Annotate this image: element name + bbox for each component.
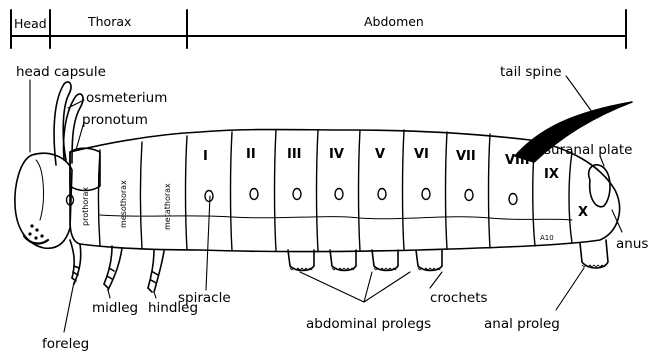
- anal-area-label: A10: [540, 234, 554, 242]
- osmeterium-label: osmeterium: [86, 90, 167, 106]
- metathorax-label: metathorax: [163, 183, 172, 230]
- crochets: [290, 265, 606, 270]
- prothorax-label: prothorax: [81, 187, 90, 226]
- osmeterium-shape: [54, 82, 71, 165]
- region-head-label: Head: [14, 16, 47, 31]
- spiracles: [67, 189, 518, 206]
- head-capsule-label: head capsule: [16, 64, 106, 80]
- region-thorax-label: Thorax: [87, 14, 131, 29]
- anal-proleg-label: anal proleg: [484, 316, 560, 332]
- hindleg-label: hindleg: [148, 300, 198, 316]
- segment-numeral: VII: [456, 149, 476, 164]
- segment-numeral: I: [203, 149, 208, 164]
- pronotum-label: pronotum: [82, 112, 148, 128]
- segment-numeral: IV: [329, 147, 344, 162]
- anus-label: anus: [616, 236, 648, 252]
- segment-numeral: III: [287, 147, 302, 162]
- ocelli: [28, 224, 43, 239]
- suranal-plate-label: suranal plate: [544, 142, 632, 158]
- mesothorax-label: mesothorax: [119, 180, 128, 228]
- segment-numeral: X: [578, 205, 588, 220]
- region-abdomen-label: Abdomen: [364, 14, 424, 29]
- segment-numeral: VIII: [505, 153, 530, 168]
- segment-numeral: II: [246, 147, 256, 162]
- segment-numeral: IX: [544, 167, 559, 182]
- foreleg-label: foreleg: [42, 336, 89, 352]
- crochets-label: crochets: [430, 290, 488, 306]
- segment-numeral: VI: [414, 147, 429, 162]
- pronotum-plate: [70, 148, 100, 190]
- segment-numeral: V: [375, 147, 385, 162]
- tail-spine-label: tail spine: [500, 64, 562, 80]
- abdominal-prolegs-label: abdominal prolegs: [306, 316, 431, 332]
- midleg-label: midleg: [92, 300, 138, 316]
